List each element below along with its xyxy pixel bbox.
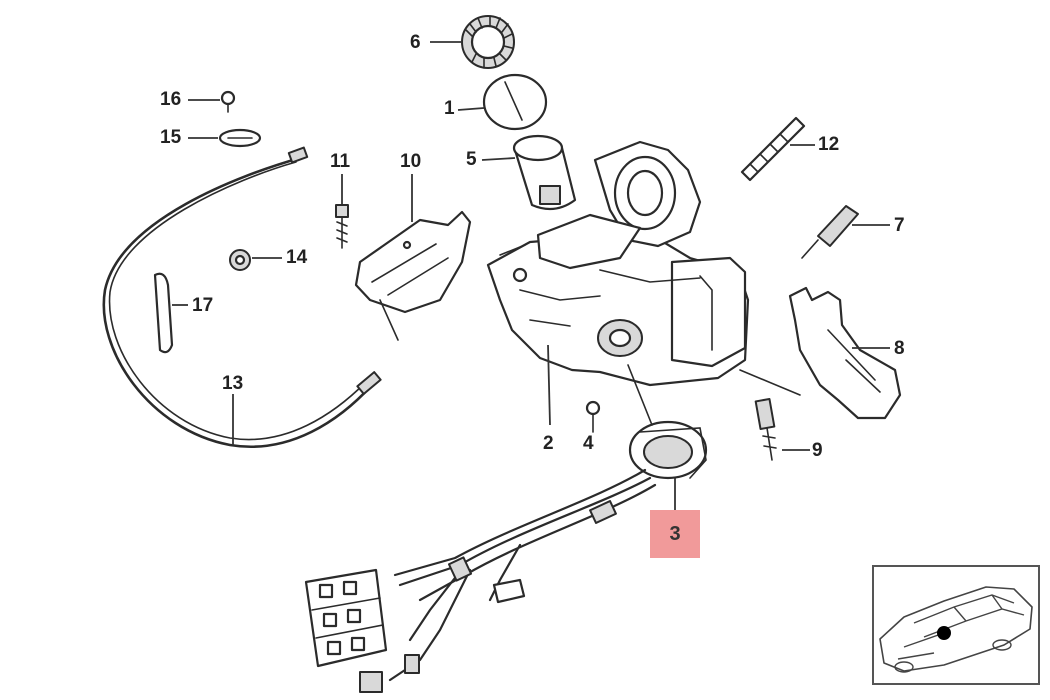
part-14-nut <box>229 249 282 271</box>
callout-2[interactable]: 2 <box>543 433 554 454</box>
part-17-clip <box>153 272 188 354</box>
callout-10[interactable]: 10 <box>400 151 422 172</box>
callout-11[interactable]: 11 <box>330 151 351 172</box>
callout-13[interactable]: 13 <box>222 373 244 394</box>
callout-12[interactable]: 12 <box>818 134 840 155</box>
location-marker-icon <box>937 626 951 640</box>
part-11-screw <box>335 174 349 249</box>
callout-9[interactable]: 9 <box>812 440 823 461</box>
car-location-icon <box>879 586 1033 673</box>
callout-3-highlighted[interactable]: 3 <box>650 510 700 558</box>
part-8-bracket <box>739 286 902 420</box>
callout-17[interactable]: 17 <box>192 295 214 316</box>
part-15-bulb <box>188 128 262 148</box>
part-9-bolt <box>754 397 810 461</box>
part-13-cable <box>102 146 382 448</box>
part-2-lock-housing <box>486 140 750 426</box>
part-5-sleeve <box>481 134 577 211</box>
part-7-sensor-pin <box>801 205 890 259</box>
callout-16[interactable]: 16 <box>160 89 182 110</box>
callout-14[interactable]: 14 <box>286 247 308 268</box>
part-10-cover-plate <box>354 174 472 341</box>
car-location-inset <box>872 565 1040 685</box>
callout-5[interactable]: 5 <box>466 149 477 170</box>
callout-6[interactable]: 6 <box>410 32 421 53</box>
callout-7[interactable]: 7 <box>894 215 905 236</box>
callout-1[interactable]: 1 <box>444 98 455 119</box>
part-12-bolt <box>740 116 815 182</box>
harness-connector <box>304 568 388 668</box>
part-3-ignition-switch <box>359 364 708 693</box>
part-1-o-ring <box>457 73 548 131</box>
part-4-screw <box>585 400 601 433</box>
callout-8[interactable]: 8 <box>894 338 905 359</box>
callout-4[interactable]: 4 <box>583 433 594 454</box>
part-16-rivet <box>188 90 236 113</box>
callout-15[interactable]: 15 <box>160 127 182 148</box>
part-6-knurled-ring <box>430 15 515 69</box>
